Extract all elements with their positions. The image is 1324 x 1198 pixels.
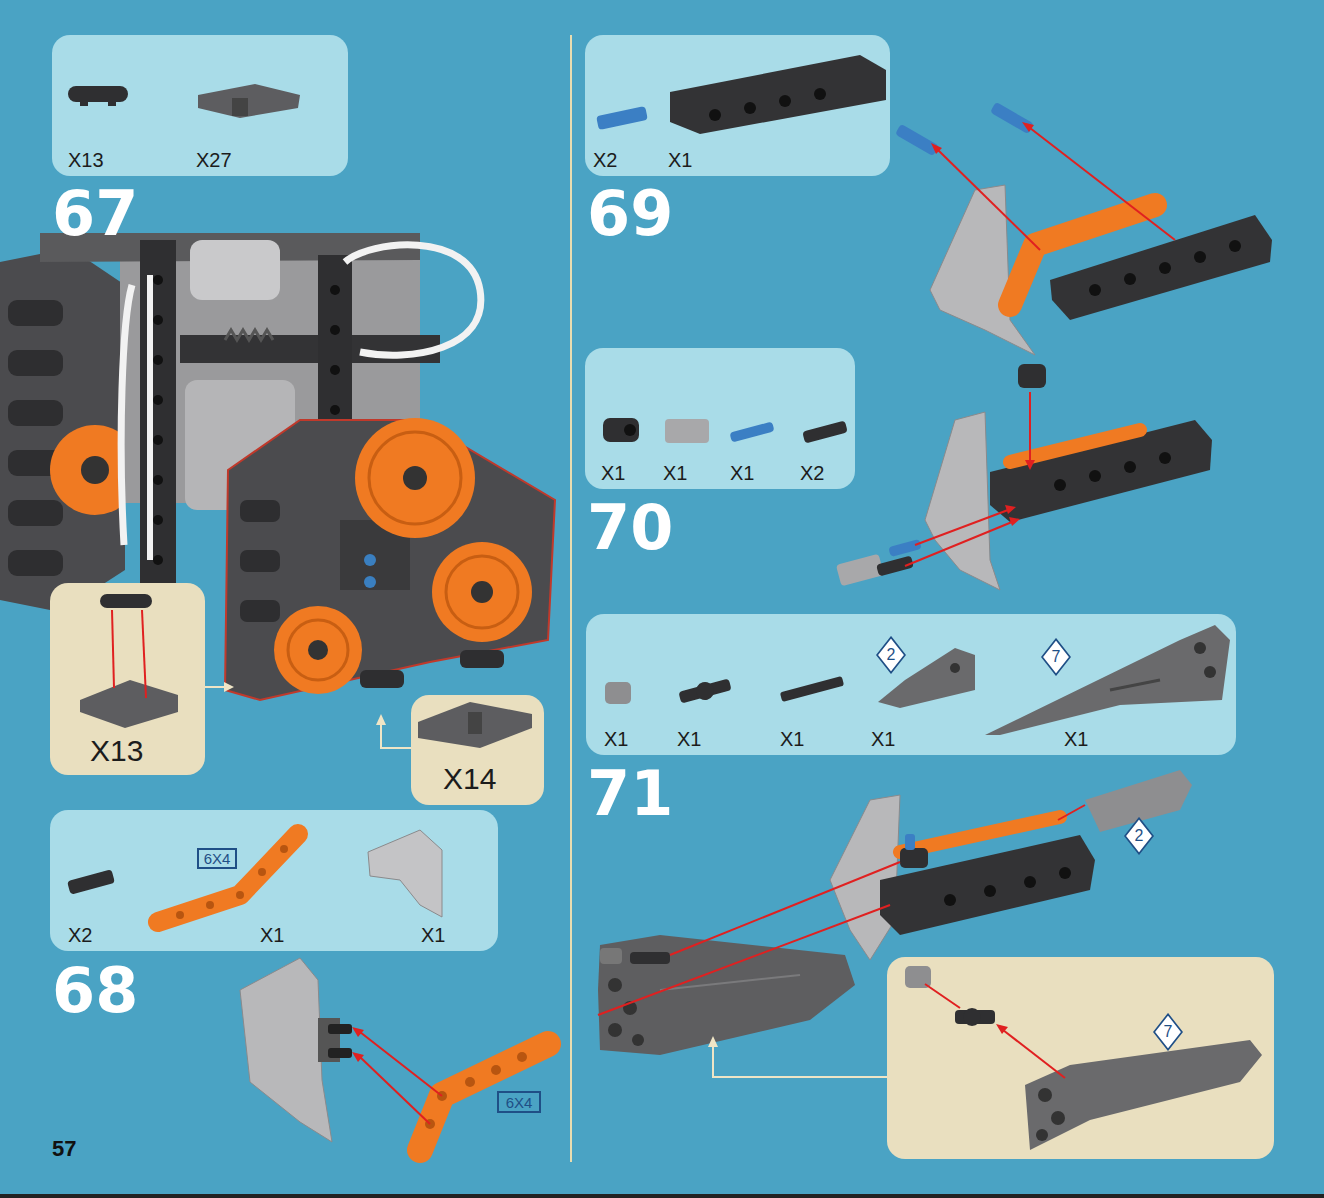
- diamond-shape: [1125, 818, 1153, 853]
- page-number: 57: [52, 1138, 76, 1160]
- parts-panel: X1 X1 X1 X1 X1 2 7: [586, 614, 1236, 755]
- quantity-label: X1: [730, 463, 754, 483]
- parts-panel: X2 X1 X1 6X4: [50, 810, 498, 951]
- beam-size-tag: 6X4: [497, 1091, 541, 1113]
- sub-assembly-diamond: 7: [1041, 638, 1071, 676]
- quantity-label: X1: [421, 925, 445, 945]
- callout-number: 2: [887, 647, 896, 663]
- diamond-shape: [1154, 1014, 1182, 1049]
- quantity-label: X1: [780, 729, 804, 749]
- quantity-label: X1: [1064, 729, 1088, 749]
- quantity-label: X1: [871, 729, 895, 749]
- quantity-label: X1: [663, 463, 687, 483]
- quantity-label: X1: [601, 463, 625, 483]
- beam-size-text: 6X4: [506, 1095, 533, 1110]
- callout-number: 2: [1135, 828, 1144, 844]
- step-number: 71: [587, 763, 673, 825]
- quantity-label: X2: [800, 463, 824, 483]
- quantity-label: X1: [604, 729, 628, 749]
- beam-size-tag: 6X4: [197, 848, 237, 869]
- quantity-label: X13: [68, 150, 104, 170]
- callout-number: 7: [1164, 1024, 1173, 1040]
- quantity-label: X2: [593, 150, 617, 170]
- diamond-shape: [877, 637, 905, 672]
- callout-number: 7: [1052, 649, 1061, 665]
- parts-panel: X2 X1: [585, 35, 890, 176]
- diamond-shape: [1042, 639, 1070, 674]
- callout-box: X14: [411, 695, 544, 805]
- parts-panel: X1 X1 X1 X2: [585, 348, 855, 489]
- quantity-label: X1: [260, 925, 284, 945]
- quantity-label: X1: [668, 150, 692, 170]
- quantity-label: X14: [443, 764, 496, 794]
- beam-size-text: 6X4: [204, 851, 231, 866]
- quantity-label: X13: [90, 736, 143, 766]
- callout-box: X13: [50, 583, 205, 775]
- sub-assembly-diamond: 2: [876, 636, 906, 674]
- step-number: 67: [52, 183, 138, 245]
- sub-assembly-diamond: 2: [1124, 817, 1154, 855]
- quantity-label: X1: [677, 729, 701, 749]
- parts-panel: X13 X27: [52, 35, 348, 176]
- quantity-label: X2: [68, 925, 92, 945]
- step-number: 69: [587, 183, 673, 245]
- sub-assembly-diamond: 7: [1153, 1013, 1183, 1051]
- step-number: 70: [587, 497, 673, 559]
- step-number: 68: [52, 960, 138, 1022]
- quantity-label: X27: [196, 150, 232, 170]
